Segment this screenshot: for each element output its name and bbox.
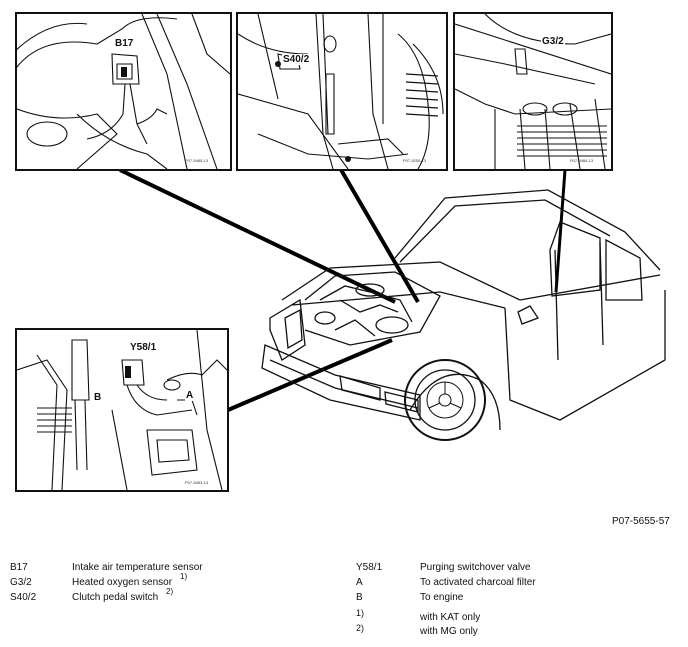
legend-desc-b: To engine [420, 592, 464, 603]
callout-a: A [185, 390, 195, 401]
detail-panel-s40: S40/2 P07-5255-13 [236, 12, 448, 171]
legend-code-g3: G3/2 [10, 577, 32, 588]
leader-line-s40 [338, 166, 420, 304]
legend-code-y58: Y58/1 [356, 562, 383, 573]
callout-y58: Y58/1 [129, 342, 158, 353]
detail-panel-g3: G3/2 P07-5466-13 [453, 12, 613, 171]
panel-code-2: P07-5255-13 [403, 158, 427, 163]
legend-code-b17: B17 [10, 562, 28, 573]
leader-line-b17 [119, 168, 396, 304]
callout-s40: S40/2 [282, 54, 311, 65]
legend-note-g3: 1) [180, 572, 188, 581]
leader-line-y58 [227, 338, 393, 412]
legend-note-s40: 2) [166, 587, 174, 596]
legend-desc-b17: Intake air temperature sensor [72, 562, 203, 573]
legend-desc-y58: Purging switchover valve [420, 562, 531, 573]
legend-code-b: B [356, 592, 363, 603]
callout-g3: G3/2 [541, 36, 565, 47]
detail-panel-b17: B17 P07-5465-13 [15, 12, 232, 171]
legend-code-note2: 2) [356, 623, 365, 633]
legend-code-s40: S40/2 [10, 592, 37, 603]
panel-code-1: P07-5465-13 [185, 158, 209, 163]
front-wheel [404, 359, 486, 441]
callout-b: B [93, 392, 103, 403]
legend-code-note1: 1) [356, 608, 365, 618]
legend-desc-note2: with MG only [420, 626, 478, 637]
legend-desc-g3: Heated oxygen sensor [72, 577, 173, 588]
leader-line-g3 [554, 169, 567, 293]
panel-code-4: P07-5463-13 [185, 480, 209, 485]
legend-desc-a: To activated charcoal filter [420, 577, 536, 588]
figure-reference: P07-5655-57 [612, 516, 670, 527]
panel-code-3: P07-5466-13 [570, 158, 594, 163]
legend-code-a: A [356, 577, 363, 588]
detail-panel-y58: Y58/1 A B P07-5463-13 [15, 328, 229, 492]
callout-b17: B17 [114, 38, 135, 49]
legend-desc-note1: with KAT only [420, 612, 481, 623]
legend-desc-s40: Clutch pedal switch [72, 592, 159, 603]
